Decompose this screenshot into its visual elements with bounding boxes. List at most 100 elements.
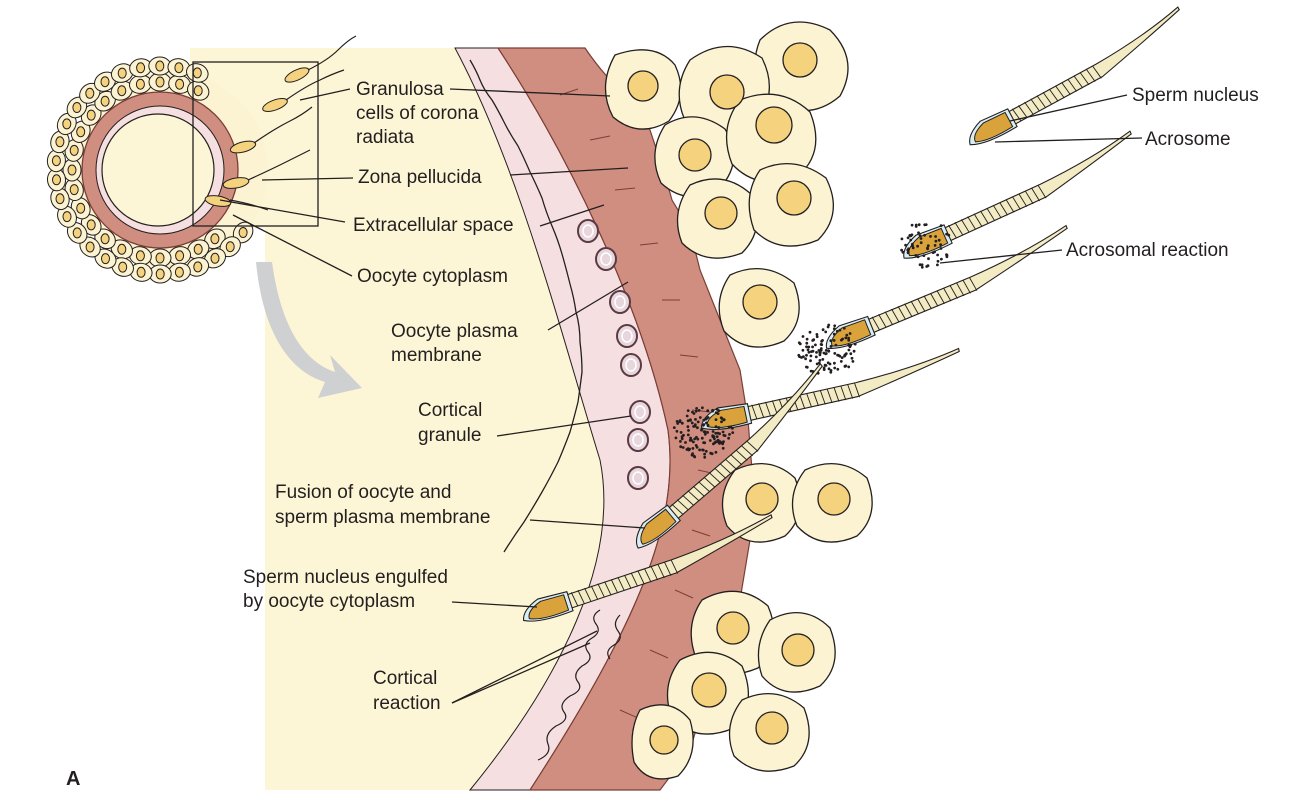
corona-cell-nucleus [135, 78, 145, 90]
panel-letter: A [66, 768, 80, 790]
acrosomal-dot [907, 247, 910, 251]
acrosomal-dot [672, 426, 676, 429]
acrosomal-dot [694, 418, 697, 421]
acrosomal-dot [804, 357, 807, 361]
corona-cell-nucleus [76, 202, 86, 214]
acrosomal-dot [833, 361, 836, 365]
acrosomal-dot [934, 235, 937, 238]
corona-cell-nucleus [210, 252, 220, 264]
acrosomal-dot [908, 234, 912, 237]
granulosa-cells-enlarged [604, 21, 873, 780]
acrosomal-dot [937, 238, 941, 242]
acrosomal-dot [929, 235, 932, 238]
corona-cell-nucleus [55, 136, 65, 148]
corona-cell-nucleus [86, 109, 96, 121]
acrosomal-dot [703, 452, 706, 456]
corona-cell-nucleus [155, 252, 165, 264]
acrosomal-dot [840, 338, 843, 342]
acrosomal-dot [839, 360, 843, 363]
acrosomal-dot [931, 251, 935, 255]
acrosomal-dot [801, 348, 805, 352]
acrosomal-dot [714, 425, 718, 429]
acrosomal-dot [849, 352, 853, 356]
corona-cell-nucleus [175, 78, 185, 90]
acrosomal-dot [911, 244, 914, 248]
label-granulosa-3: radiata [356, 127, 415, 148]
acrosomal-dot [706, 431, 709, 434]
acrosomal-dot [822, 368, 826, 371]
acrosomal-dot [710, 452, 714, 456]
acrosomal-dot [797, 353, 801, 357]
acrosomal-dot [686, 425, 690, 429]
acrosomal-dot [797, 341, 801, 345]
acrosomal-dot [906, 251, 910, 255]
acrosomal-dot [920, 263, 924, 267]
acrosomal-dot [805, 337, 809, 341]
acrosomal-dot [692, 440, 695, 444]
acrosomal-dot [686, 419, 690, 423]
label-engulfed-1: Sperm nucleus engulfed [243, 567, 448, 588]
acrosomal-dot [939, 243, 942, 247]
acrosomal-dot [842, 326, 846, 330]
label-engulfed-2: by oocyte cytoplasm [243, 591, 415, 612]
acrosomal-dot [676, 422, 680, 425]
acrosomal-dot [690, 439, 693, 442]
acrosomal-dot [821, 339, 824, 342]
acrosomal-dot [694, 444, 698, 447]
acrosomal-dot [716, 431, 720, 435]
corona-cell-nucleus [62, 211, 72, 223]
acrosomal-dot [810, 350, 813, 353]
label-oocyte-membrane-2: membrane [391, 345, 482, 366]
acrosomal-dot [814, 343, 817, 347]
acrosomal-dot [933, 244, 937, 247]
acrosomal-dot [844, 336, 848, 340]
acrosomal-dot [817, 361, 821, 365]
acrosomal-dot [829, 339, 833, 343]
acrosomal-dot [819, 347, 823, 350]
corona-cell-nucleus [155, 268, 165, 280]
acrosomal-dot [926, 264, 930, 268]
acrosomal-dot [696, 437, 700, 441]
corona-cell-nucleus [100, 76, 110, 88]
acrosomal-dot [916, 255, 920, 259]
label-granulosa-2: cells of corona [356, 103, 479, 124]
acrosomal-dot [922, 254, 926, 257]
acrosomal-dot [916, 244, 919, 248]
acrosomal-dot [694, 409, 698, 413]
acrosomal-dot [801, 335, 805, 338]
corona-cell-nucleus [72, 102, 82, 113]
acrosomal-dot [675, 429, 679, 433]
acrosomal-dot [815, 362, 819, 366]
acrosomal-dot [832, 332, 836, 336]
acrosomal-dot [686, 433, 690, 437]
label-fusion-1: Fusion of oocyte and [275, 482, 451, 503]
acrosomal-dot [836, 367, 840, 371]
acrosomal-dot [679, 431, 683, 434]
corona-cell-nucleus [155, 60, 165, 72]
sperm-cells [523, 6, 1180, 622]
acrosomal-dot [805, 341, 809, 345]
label-zona-pellucida: Zona pellucida [358, 167, 482, 188]
acrosomal-dot [721, 430, 725, 434]
corona-cell-nucleus [86, 219, 96, 231]
acrosomal-dot [850, 356, 854, 360]
corona-cell-nucleus [117, 243, 127, 255]
acrosomal-dot [711, 408, 714, 412]
corona-cell-nucleus [136, 266, 146, 278]
acrosomal-dot [685, 414, 689, 418]
acrosomal-dot [843, 353, 847, 357]
corona-cell-nucleus [55, 193, 65, 205]
acrosomal-dot [834, 343, 838, 347]
acrosomal-dot [689, 436, 692, 440]
corona-cell-nucleus [225, 241, 235, 253]
acrosomal-dot [914, 223, 918, 227]
acrosomal-dot [805, 345, 808, 349]
corona-cell-nucleus [52, 174, 61, 186]
acrosomal-dot [679, 440, 682, 443]
acrosomal-dot [727, 436, 730, 440]
corona-cell-nucleus [193, 243, 203, 255]
acrosomal-dot [847, 348, 851, 352]
acrosomal-dot [700, 436, 704, 440]
corona-cell-nucleus [117, 67, 127, 79]
